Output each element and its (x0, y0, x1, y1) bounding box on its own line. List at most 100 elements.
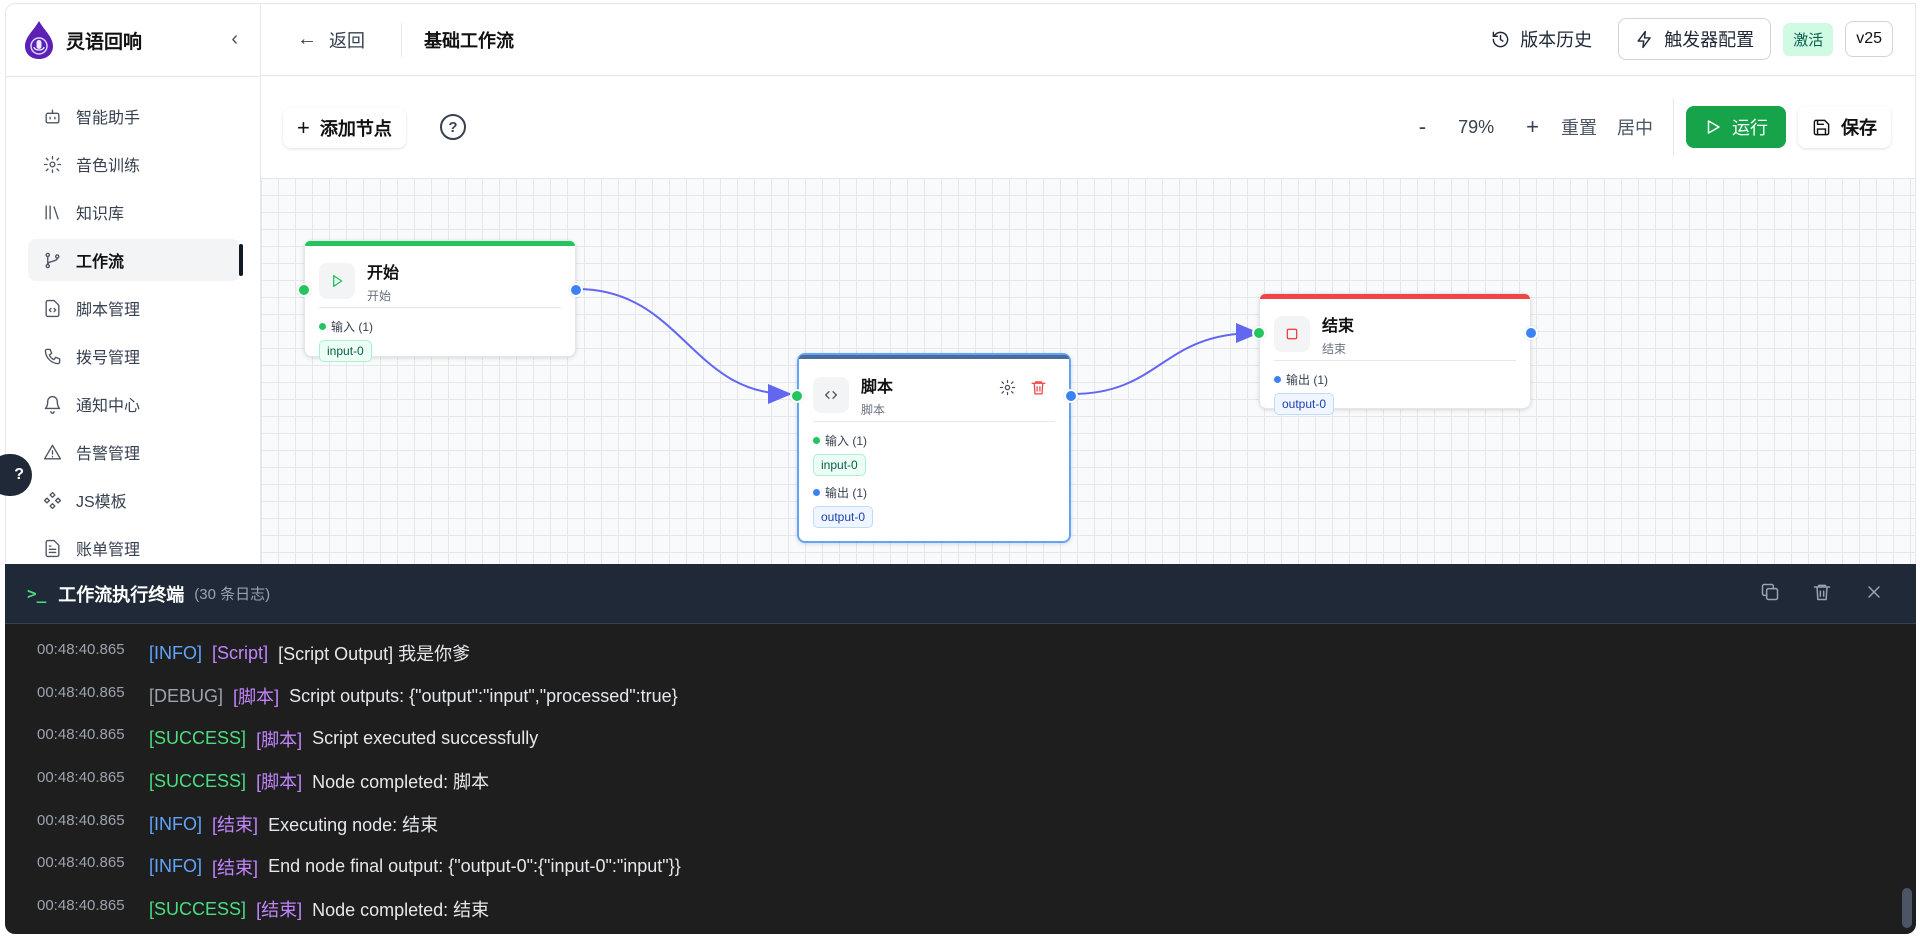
history-icon (1492, 31, 1509, 47)
output-handle[interactable] (1064, 389, 1078, 403)
log-level: [DEBUG] (149, 685, 224, 706)
log-source: [脚本] (233, 687, 280, 708)
back-label: 返回 (329, 30, 365, 51)
node-script[interactable]: 脚本 脚本 输入 (1) input-0 输出 (1) output-0 (790, 353, 1078, 543)
sidebar-item-voice-training[interactable]: 音色训练 (28, 143, 240, 185)
input-port-label: 输入 (1) (813, 432, 1055, 449)
top-header: ← 返回 基础工作流 版本历史 触发器配置 激活 v25 (261, 3, 1916, 76)
node-end[interactable]: 结束 结束 输出 (1) output-0 (1252, 293, 1538, 415)
sidebar-item-label: 智能助手 (76, 110, 141, 127)
sidebar-item-label: 告警管理 (76, 446, 141, 463)
workflow-canvas[interactable]: 开始 开始 输入 (1) input-0 脚本 脚本 (261, 178, 1916, 564)
trash-icon[interactable] (1030, 379, 1047, 396)
sidebar-item-assistant[interactable]: 智能助手 (28, 95, 240, 137)
back-button[interactable]: ← 返回 (297, 27, 365, 53)
settings-icon[interactable] (999, 379, 1016, 396)
sidebar-item-billing[interactable]: 账单管理 (28, 527, 240, 569)
file-text-icon (42, 538, 62, 558)
sidebar-item-alerts[interactable]: 告警管理 (28, 431, 240, 473)
log-message: Node completed: 脚本 (312, 772, 490, 793)
help-icon[interactable]: ? (440, 114, 466, 140)
output-handle[interactable] (569, 283, 583, 297)
center-button[interactable]: 居中 (1617, 118, 1653, 138)
log-level: [SUCCESS] (149, 898, 247, 919)
workflow-icon (42, 250, 62, 270)
terminal-title: 工作流执行终端 (58, 584, 185, 605)
log-source: [结束] (212, 815, 259, 836)
log-level: [INFO] (149, 856, 203, 877)
log-level: [SUCCESS] (149, 728, 247, 749)
sidebar-item-label: 脚本管理 (76, 302, 141, 319)
phone-icon (42, 346, 62, 366)
sidebar-item-workflow[interactable]: 工作流 (28, 239, 243, 281)
input-handle[interactable] (790, 389, 804, 403)
component-icon (42, 490, 62, 510)
sidebar-item-scripts[interactable]: 脚本管理 (28, 287, 240, 329)
gear-icon (42, 154, 62, 174)
reset-button[interactable]: 重置 (1561, 118, 1597, 138)
sidebar-item-knowledge[interactable]: 知识库 (28, 191, 240, 233)
node-header: 开始 开始 (305, 241, 575, 307)
version-badge[interactable]: v25 (1845, 21, 1893, 57)
node-title: 结束 (1322, 317, 1355, 335)
copy-icon[interactable] (1760, 582, 1780, 602)
logo-icon (25, 21, 53, 59)
run-button[interactable]: 运行 (1686, 106, 1786, 148)
header-actions: 版本历史 触发器配置 激活 v25 (1477, 18, 1893, 60)
sidebar-nav: 智能助手 音色训练 知识库 工作流 脚本管理 拨号管理 (6, 77, 260, 569)
play-icon (319, 263, 355, 299)
output-handle[interactable] (1524, 326, 1538, 340)
sidebar-item-dialer[interactable]: 拨号管理 (28, 335, 240, 377)
arrow-left-icon: ← (297, 28, 317, 50)
collapse-sidebar-icon[interactable]: ‹ (231, 28, 238, 50)
log-source: [Script] (212, 642, 269, 663)
zoom-controls: - 79% + 重置 居中 运行 保存 (1407, 98, 1891, 156)
log-level: [SUCCESS] (149, 770, 247, 791)
input-handle[interactable] (297, 283, 311, 297)
sidebar-item-js-templates[interactable]: JS模板 (28, 479, 240, 521)
bell-icon (42, 394, 62, 414)
edges-layer (576, 288, 1260, 404)
play-icon (1707, 120, 1720, 134)
sidebar-item-label: 拨号管理 (76, 350, 141, 367)
trash-icon[interactable] (1812, 582, 1832, 602)
edge-start-to-script[interactable] (576, 288, 792, 404)
zoom-in-button[interactable]: + (1526, 114, 1539, 139)
library-icon (42, 202, 62, 222)
node-header: 结束 结束 (1260, 294, 1530, 360)
alert-icon (42, 442, 62, 462)
input-chip: input-0 (319, 340, 372, 362)
add-node-button[interactable]: + 添加节点 (283, 108, 406, 148)
log-message: Script executed successfully (312, 728, 539, 749)
log-row: 00:48:40.865 [INFO] [结束] End node final … (37, 845, 1916, 888)
log-level: [INFO] (149, 813, 203, 834)
terminal-scrollbar[interactable] (1902, 888, 1912, 928)
log-time: 00:48:40.865 (37, 726, 125, 744)
zoom-out-button[interactable]: - (1418, 114, 1427, 139)
save-icon (1813, 119, 1830, 135)
version-history-label: 版本历史 (1520, 30, 1593, 50)
close-icon[interactable] (1864, 582, 1884, 602)
log-row: 00:48:40.865 [SUCCESS] [脚本] Node complet… (37, 760, 1916, 803)
log-source: [结束] (256, 900, 303, 921)
node-start[interactable]: 开始 开始 输入 (1) input-0 (297, 240, 583, 362)
trigger-config-button[interactable]: 触发器配置 (1618, 18, 1772, 60)
sidebar-item-label: 账单管理 (76, 542, 141, 559)
version-history-button[interactable]: 版本历史 (1477, 18, 1606, 60)
log-time: 00:48:40.865 (37, 896, 125, 914)
log-row: 00:48:40.865 [INFO] [结束] Executing node:… (37, 803, 1916, 846)
sidebar-item-notifications[interactable]: 通知中心 (28, 383, 240, 425)
edge-script-to-end[interactable] (1071, 323, 1260, 395)
node-type: 开始 (367, 288, 392, 303)
output-port-label: 输出 (1) (813, 484, 1055, 501)
node-type: 结束 (1322, 341, 1347, 356)
sidebar-item-label: 音色训练 (76, 158, 141, 175)
save-button[interactable]: 保存 (1798, 106, 1891, 148)
sidebar-item-label: 通知中心 (76, 398, 141, 415)
plus-icon: + (297, 115, 310, 140)
input-handle[interactable] (1252, 326, 1266, 340)
run-label: 运行 (1732, 118, 1768, 138)
log-time: 00:48:40.865 (37, 640, 125, 658)
node-type: 脚本 (861, 402, 886, 417)
bot-icon (42, 106, 62, 126)
